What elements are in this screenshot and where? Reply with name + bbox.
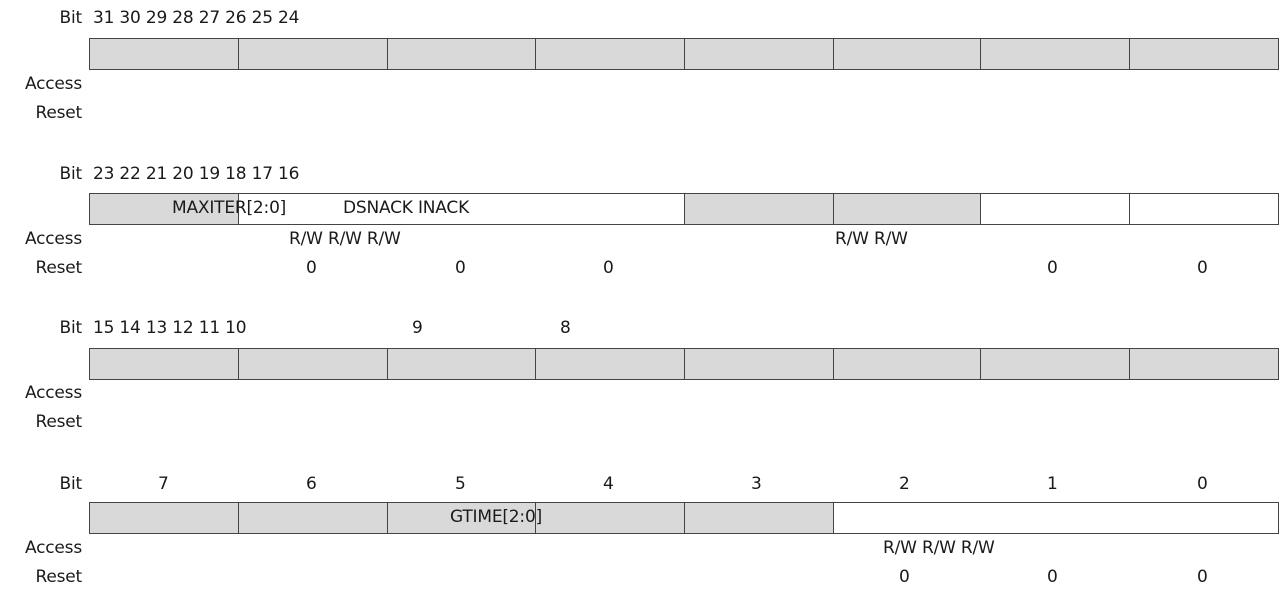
access-values-left: R/W R/W R/W <box>289 229 401 249</box>
bit-cell <box>684 193 834 225</box>
bit-cell <box>535 348 685 380</box>
bit-cell <box>980 38 1130 70</box>
access-label: Access <box>25 383 82 403</box>
access-label: Access <box>25 74 82 94</box>
bit-cell <box>89 348 239 380</box>
bit-cell <box>684 38 834 70</box>
bit-cell <box>387 38 536 70</box>
reset-value: 0 <box>1047 258 1058 278</box>
reset-value: 0 <box>1197 567 1208 587</box>
reset-label: Reset <box>35 258 83 278</box>
bit-number: 0 <box>1197 474 1208 494</box>
reset-value: 0 <box>899 567 910 587</box>
field-maxiter: MAXITER[2:0] <box>172 198 287 218</box>
bit-cell <box>387 193 536 225</box>
reset-value: 0 <box>455 258 466 278</box>
bit-cell <box>1129 193 1279 225</box>
bit-cell <box>535 193 685 225</box>
bit-number: 6 <box>306 474 317 494</box>
bit-cell <box>684 348 834 380</box>
bit-cell <box>238 38 388 70</box>
access-label: Access <box>25 538 82 558</box>
bit-cell <box>980 502 1130 534</box>
bit-cell <box>89 193 239 225</box>
bit-cell <box>89 502 239 534</box>
bit-cell <box>684 502 834 534</box>
bit-cell <box>833 348 981 380</box>
bit-cell <box>387 348 536 380</box>
bit-label: Bit <box>59 8 83 28</box>
bit-cell <box>89 38 239 70</box>
bit-numbers: 31 30 29 28 27 26 25 24 <box>93 8 300 28</box>
reset-value: 0 <box>306 258 317 278</box>
reset-value: 0 <box>603 258 614 278</box>
bit-cell <box>238 193 388 225</box>
bit-cell <box>980 193 1130 225</box>
bit-cell <box>1129 502 1279 534</box>
bit-cell <box>535 502 685 534</box>
bit-label: Bit <box>59 318 83 338</box>
field-dsnack-inack: DSNACK INACK <box>343 198 470 218</box>
access-values-right: R/W R/W <box>835 229 908 249</box>
bit-number: 4 <box>603 474 614 494</box>
bit-cell <box>1129 348 1279 380</box>
bit-numbers: 23 22 21 20 19 18 17 16 <box>93 164 300 184</box>
bit-cell <box>238 502 388 534</box>
bit-cell <box>833 38 981 70</box>
bit-cell <box>238 348 388 380</box>
access-label: Access <box>25 229 82 249</box>
bit-label: Bit <box>59 474 83 494</box>
bit-label: Bit <box>59 164 83 184</box>
bit-number: 9 <box>412 318 423 338</box>
bit-cell <box>980 348 1130 380</box>
bit-number: 2 <box>899 474 910 494</box>
bit-cell <box>833 502 981 534</box>
field-gtime: GTIME[2:0] <box>450 507 542 527</box>
bit-cell <box>387 502 536 534</box>
reset-label: Reset <box>35 412 83 432</box>
reset-label: Reset <box>35 103 83 123</box>
bit-number: 8 <box>560 318 571 338</box>
bit-cell <box>535 38 685 70</box>
bit-cell <box>1129 38 1279 70</box>
bit-number: 7 <box>158 474 169 494</box>
reset-value: 0 <box>1197 258 1208 278</box>
bit-number: 5 <box>455 474 466 494</box>
reset-value: 0 <box>1047 567 1058 587</box>
bit-number: 3 <box>751 474 762 494</box>
bit-cell <box>833 193 981 225</box>
bit-number: 1 <box>1047 474 1058 494</box>
access-values: R/W R/W R/W <box>883 538 995 558</box>
bit-numbers: 15 14 13 12 11 10 <box>93 318 247 338</box>
reset-label: Reset <box>35 567 83 587</box>
